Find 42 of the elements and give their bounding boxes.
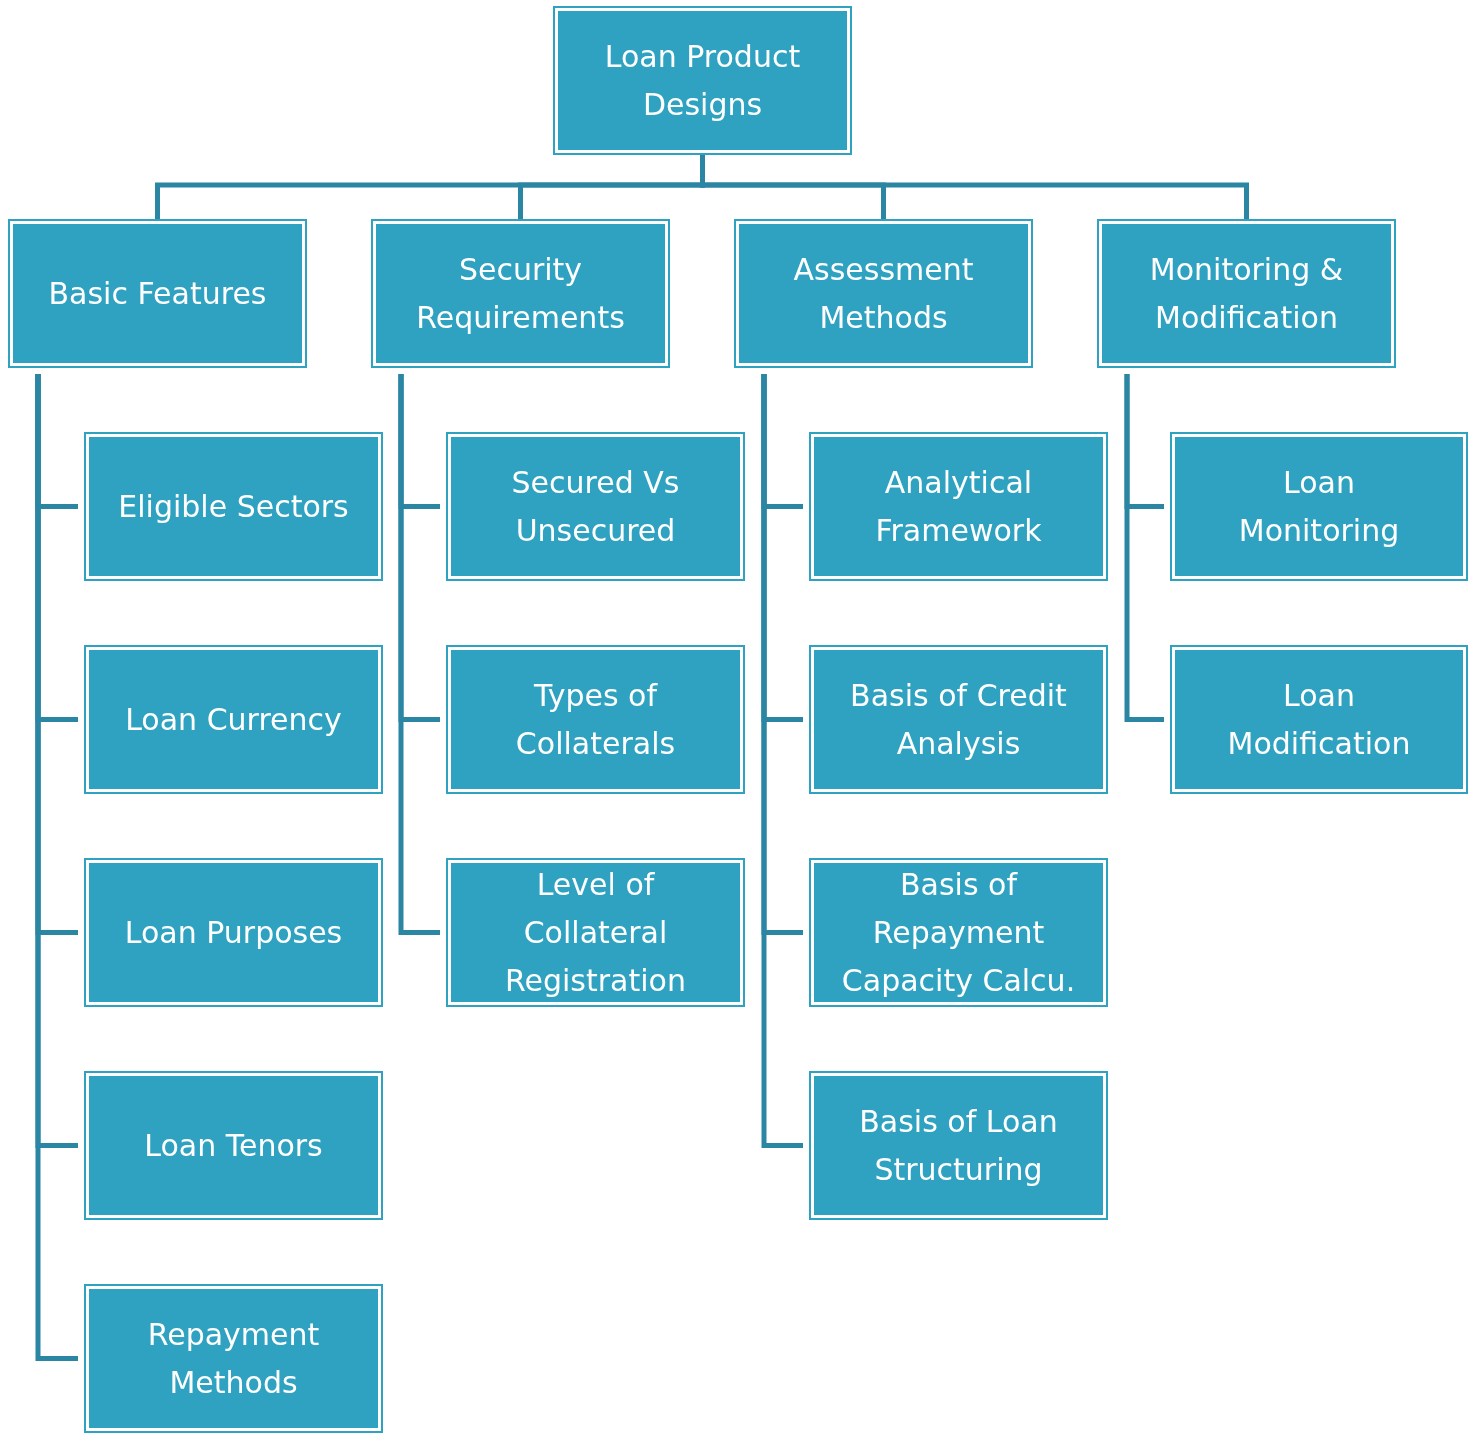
node-label: Loan Monitoring — [1237, 463, 1401, 550]
category-box — [811, 434, 1106, 579]
node-label: Loan Modification — [1226, 676, 1412, 763]
node-label: Loan Purposes — [123, 913, 344, 952]
category-box — [811, 647, 1106, 792]
category-box — [1172, 434, 1466, 579]
node-label: Loan Currency — [124, 700, 343, 739]
category-box — [811, 1073, 1106, 1218]
node-label: Security Requirements — [415, 250, 626, 337]
category-box — [86, 647, 381, 792]
category-box — [86, 1073, 381, 1218]
node-label: Basis of Credit Analysis — [849, 676, 1068, 763]
node-label: Loan Tenors — [143, 1126, 324, 1165]
category-box — [1099, 221, 1394, 366]
connector-line — [35, 374, 78, 1361]
connector-line — [1124, 374, 1164, 722]
node-label: Types of Collaterals — [514, 676, 677, 763]
node-label: Eligible Sectors — [117, 487, 350, 526]
node-label: Loan Product Designs — [603, 37, 802, 124]
node-label: Basis of Loan Structuring — [858, 1102, 1059, 1189]
node-label: Repayment Methods — [146, 1315, 321, 1402]
node-label: Basis of Repayment Capacity Calcu. — [840, 865, 1077, 1000]
root-box — [555, 8, 850, 153]
connector-line — [398, 374, 440, 935]
category-box — [448, 647, 743, 792]
category-box — [86, 1286, 381, 1431]
category-box — [736, 221, 1031, 366]
node-label: Basic Features — [47, 274, 268, 313]
node-label: Monitoring & Modification — [1148, 250, 1345, 337]
node-label: Level of Collateral Registration — [504, 865, 687, 1000]
node-label: Analytical Framework — [874, 463, 1043, 550]
category-box — [1172, 647, 1466, 792]
category-box — [86, 860, 381, 1005]
category-box — [373, 221, 668, 366]
category-box — [10, 221, 305, 366]
category-box — [811, 860, 1106, 1005]
node-label: Secured Vs Unsecured — [510, 463, 681, 550]
category-box — [448, 860, 743, 1005]
category-box — [448, 434, 743, 579]
connector-line — [761, 374, 803, 1148]
category-box — [86, 434, 381, 579]
node-label: Assessment Methods — [792, 250, 975, 337]
